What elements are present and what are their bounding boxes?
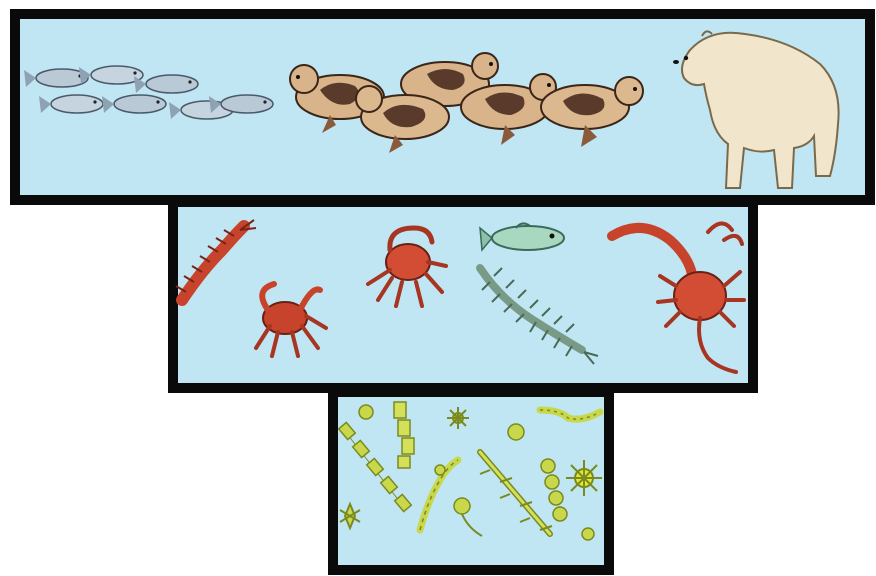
tier-middle bbox=[173, 202, 753, 388]
tier-bottom bbox=[333, 392, 609, 570]
tier-top bbox=[15, 14, 870, 200]
